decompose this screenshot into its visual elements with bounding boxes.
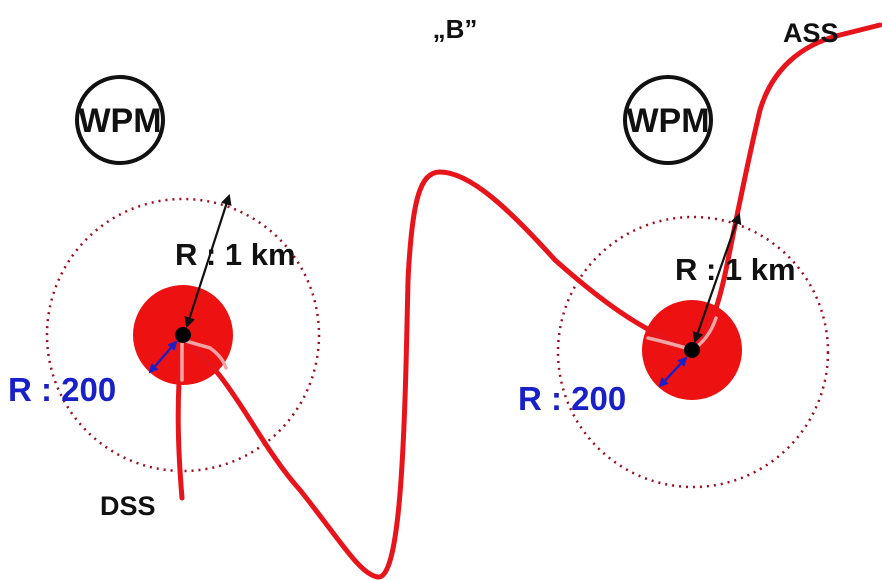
- radius-arrow-1km-right: [692, 212, 742, 344]
- center-point-left: [175, 327, 191, 343]
- center-point-right: [684, 342, 700, 358]
- radius-arrow-200-left: [148, 340, 178, 374]
- diagram-title: „B”: [433, 14, 478, 44]
- inner-radius-label-left: R : 200: [8, 371, 116, 408]
- finish-label: ASS: [783, 18, 839, 48]
- route-highlight-left: [180, 337, 228, 382]
- radius-arrow-200-right: [658, 356, 688, 388]
- validation-circle-right: [556, 215, 830, 489]
- wpm-badge-right-label: WPM: [626, 102, 709, 140]
- wpm-badge-left-label: WPM: [78, 102, 161, 140]
- wpm-badge-right: WPM: [623, 75, 713, 165]
- validation-circle-left: [45, 197, 321, 473]
- start-label: DSS: [100, 491, 156, 521]
- route-line: [175, 22, 882, 580]
- outer-radius-label-left: R : 1 km: [175, 237, 296, 272]
- inner-radius-label-right: R : 200: [518, 380, 626, 417]
- radius-arrow-1km-left: [184, 193, 232, 329]
- outer-radius-label-right: R : 1 km: [675, 252, 796, 287]
- wpm-badge-left: WPM: [75, 75, 165, 165]
